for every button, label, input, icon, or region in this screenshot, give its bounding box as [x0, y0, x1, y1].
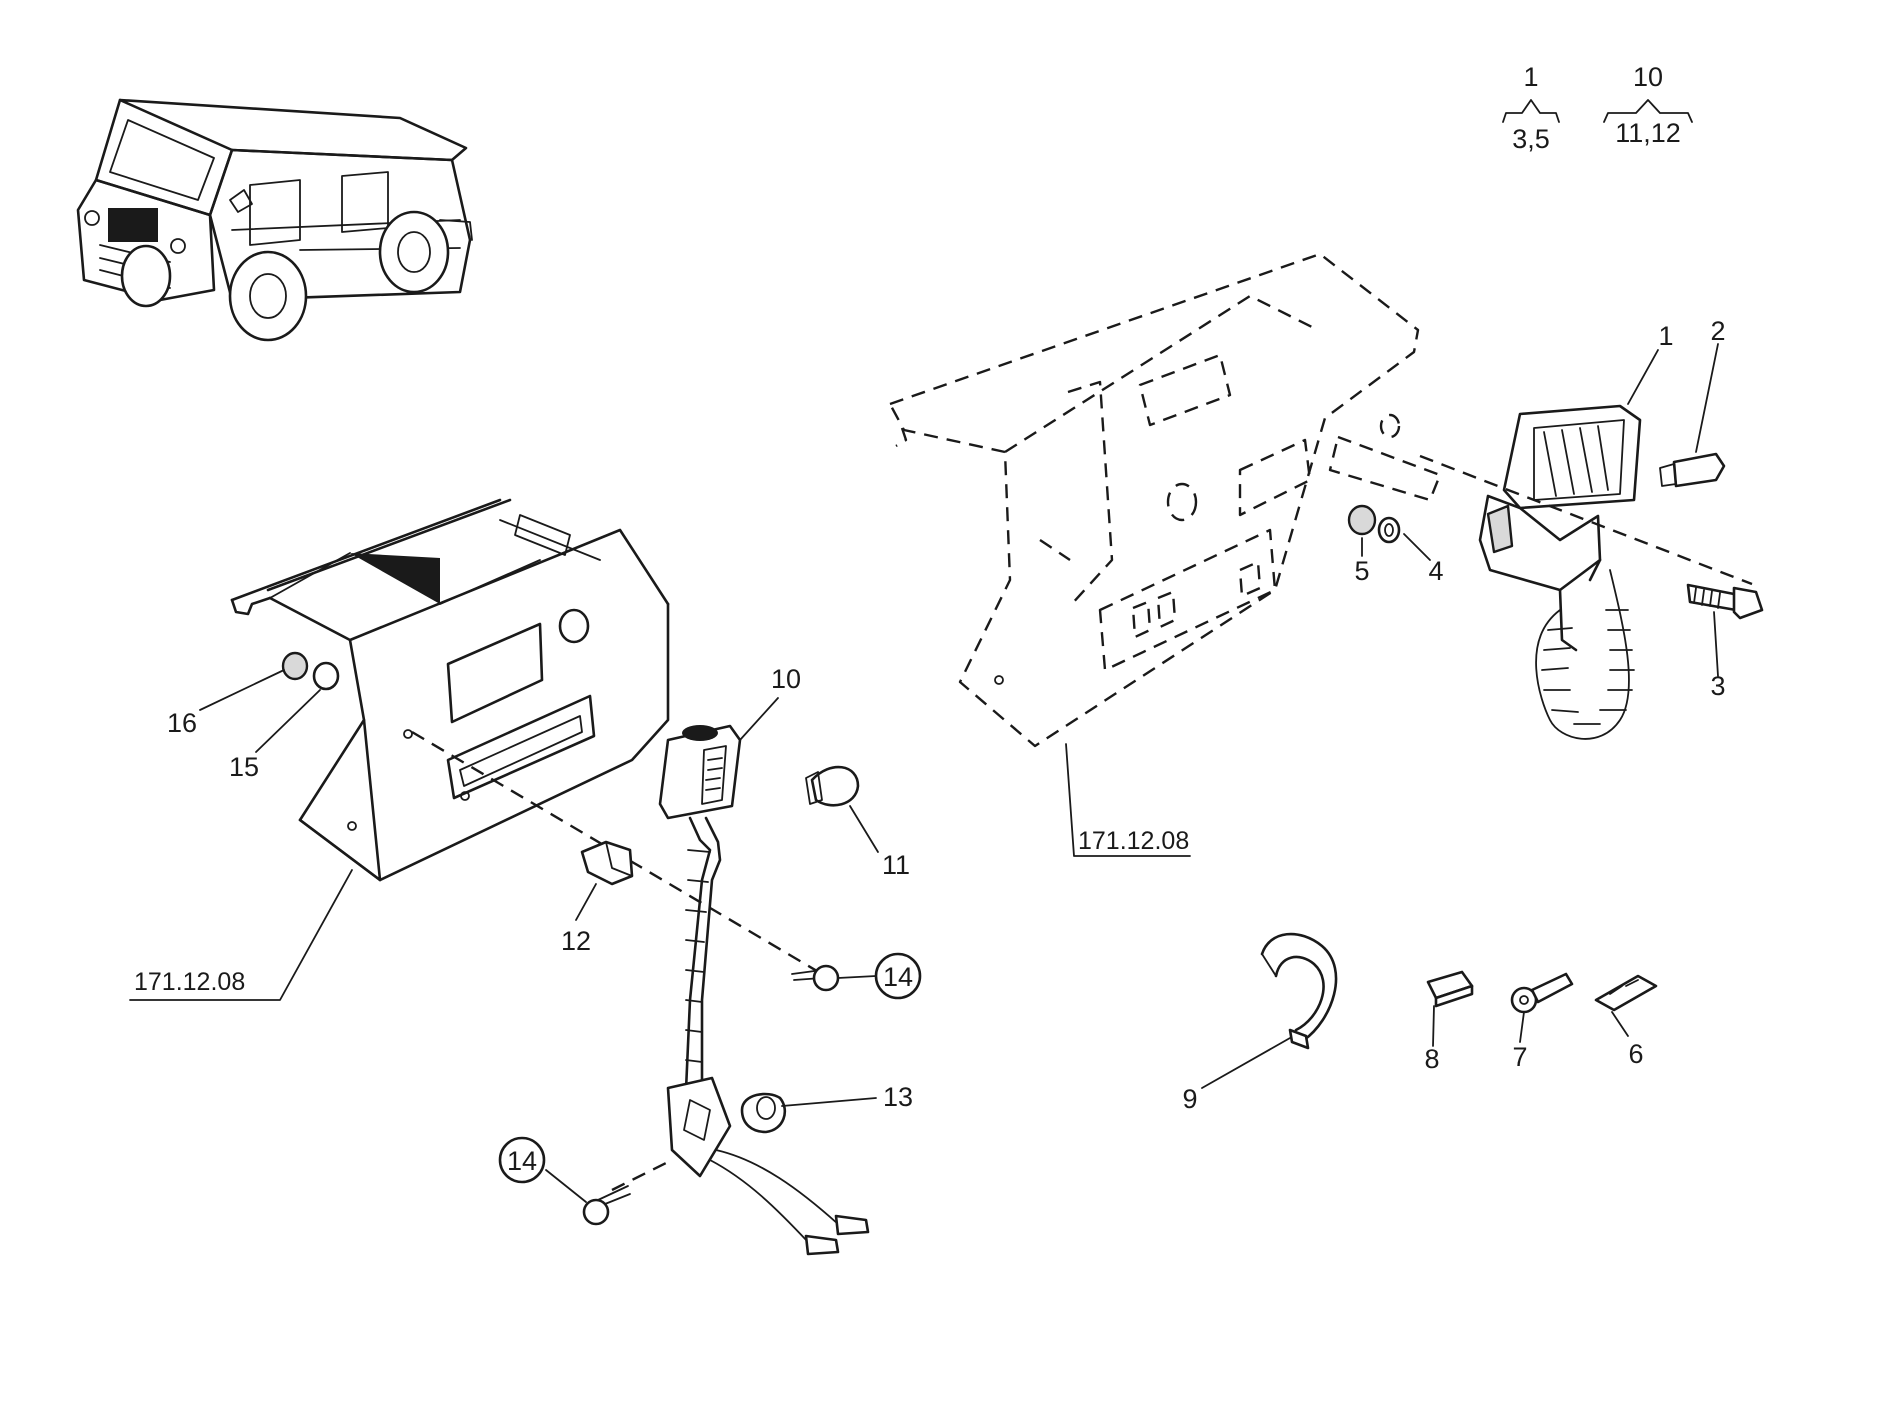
grommet-part-13	[740, 1092, 787, 1134]
washer-part-4	[1377, 516, 1401, 544]
callout-3: 3	[1710, 671, 1725, 701]
legend-group-a-children: 3,5	[1512, 124, 1550, 154]
callout-14a: 14	[883, 962, 913, 992]
callout-7: 7	[1512, 1042, 1527, 1072]
callout-15: 15	[229, 752, 259, 782]
nut-part-5	[1347, 504, 1377, 536]
clamp-part-9	[1260, 932, 1338, 1050]
bulb-part-2	[1659, 452, 1726, 488]
reference-label-left: 171.12.08	[134, 968, 245, 996]
callout-8: 8	[1424, 1044, 1439, 1074]
dashboard-panel-right	[888, 252, 1442, 748]
bulb-part-11	[805, 765, 860, 807]
legend-group-b-children: 11,12	[1615, 118, 1681, 148]
washer-part-15	[312, 661, 340, 691]
bolt-part-3	[1686, 583, 1764, 620]
dashboard-panel-left	[230, 498, 670, 882]
kit-legend: 1 3,5 10 11,12	[1502, 62, 1693, 154]
callout-4: 4	[1428, 556, 1443, 586]
callout-12: 12	[561, 926, 591, 956]
terminal-part-6	[1594, 974, 1658, 1012]
reference-label-right: 171.12.08	[1078, 827, 1189, 855]
callout-9: 9	[1182, 1084, 1197, 1114]
callout-6: 6	[1628, 1039, 1643, 1069]
nut-part-16	[281, 651, 309, 681]
callout-2: 2	[1710, 316, 1725, 346]
terminal-part-7	[1510, 972, 1574, 1014]
legend-group-a-parent: 1	[1523, 62, 1538, 92]
vehicle-thumbnail	[76, 98, 473, 342]
callout-14-circled-a: 14	[874, 952, 922, 1000]
callout-14-circled-b: 14	[498, 1136, 546, 1184]
clip-part-12	[580, 840, 634, 886]
callout-leaders	[199, 343, 1719, 1203]
callout-13: 13	[883, 1082, 913, 1112]
switch-part-10	[658, 724, 870, 1256]
switch-lamp-assembly	[1478, 404, 1642, 740]
callout-16: 16	[167, 708, 197, 738]
callout-1: 1	[1658, 321, 1673, 351]
legend-group-b-parent: 10	[1633, 62, 1663, 92]
terminal-part-8	[1426, 970, 1474, 1008]
callout-11: 11	[882, 850, 910, 880]
callout-14b: 14	[507, 1146, 537, 1176]
screw-part-14b	[582, 1185, 631, 1226]
callout-5: 5	[1354, 556, 1369, 586]
callout-10: 10	[771, 664, 801, 694]
